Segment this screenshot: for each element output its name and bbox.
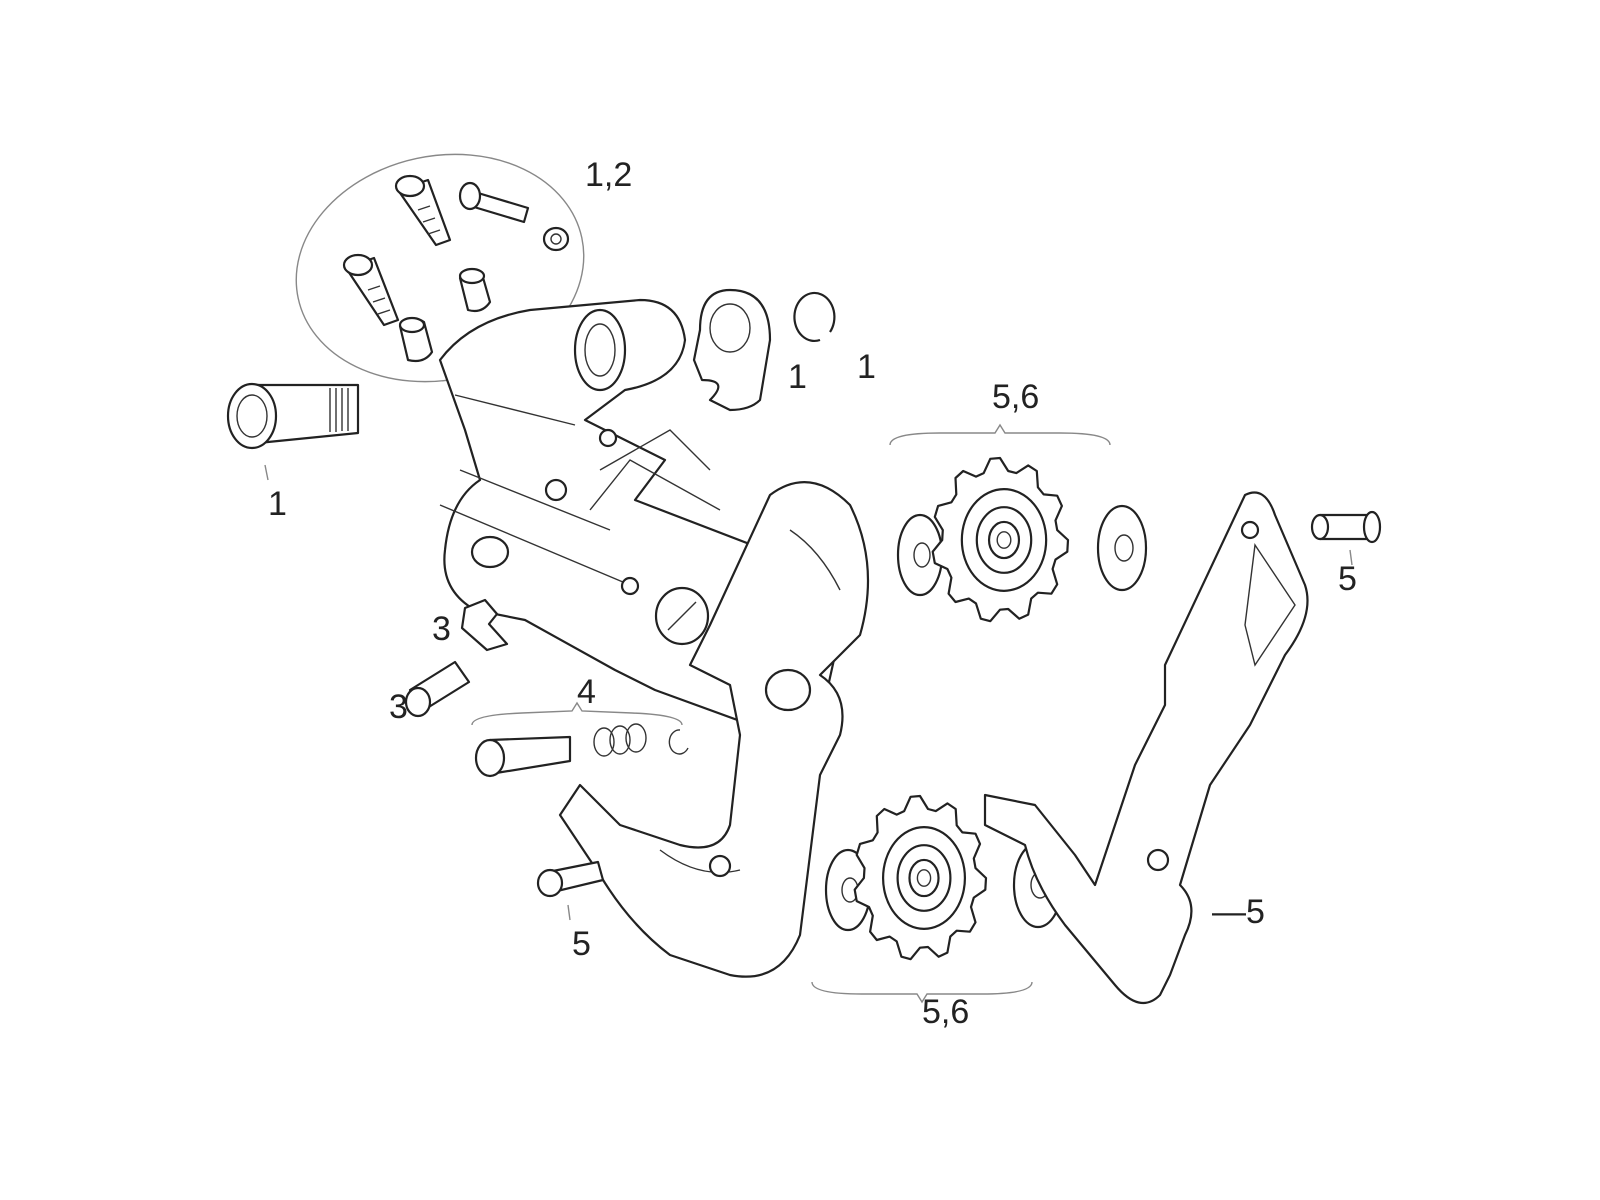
mounting-bolt	[226, 382, 360, 450]
bracket-upper-pulley	[889, 423, 1111, 446]
cage-bolt-left	[536, 860, 605, 898]
leader-line	[1349, 549, 1353, 566]
barrel-adjuster	[692, 288, 772, 412]
label-upper-pulley-set: 5,6	[992, 378, 1040, 416]
inner-cage-plate	[983, 491, 1309, 1005]
label-lower-pulley-set: 5,6	[922, 993, 970, 1031]
label-barrel-adjuster: 1	[788, 358, 807, 396]
bushing-2	[398, 316, 434, 363]
cage-outer-plate	[558, 481, 870, 978]
pivot-pin	[458, 181, 530, 224]
limit-screw-2	[342, 253, 400, 327]
label-b-tension-kit: 4	[577, 673, 596, 711]
spring	[593, 723, 647, 757]
pulley-ring	[996, 531, 1012, 549]
limit-screw-1	[394, 174, 452, 247]
label-cage-bolt-left: 5	[572, 925, 591, 963]
pulley-ring	[908, 858, 940, 898]
label-inner-cage-plate: —5	[1212, 893, 1265, 931]
washer-upper-right	[1096, 504, 1148, 592]
upper-pulley	[931, 456, 1070, 623]
pulley-ring	[916, 869, 932, 887]
clip-ring	[793, 291, 836, 343]
bracket-b-tension	[471, 701, 683, 726]
label-limit-screws: 1,2	[585, 156, 633, 194]
pulley-ring	[987, 520, 1021, 560]
label-mounting-bolt: 1	[268, 485, 287, 523]
bracket-lower-pulley	[811, 981, 1033, 1004]
cable-anchor-plate	[460, 598, 509, 652]
bushing-1	[458, 267, 492, 313]
label-cable-anchor-plate: 3	[432, 610, 451, 648]
e-clip	[668, 729, 689, 755]
label-clip-ring: 1	[857, 348, 876, 386]
label-cage-bolt-right: 5	[1338, 560, 1357, 598]
b-tension-screw	[474, 735, 572, 778]
small-nut	[542, 226, 570, 252]
leader-line	[264, 464, 269, 481]
cable-anchor-bolt	[404, 660, 471, 718]
lower-pulley	[853, 794, 988, 961]
label-cable-anchor-bolt: 3	[389, 688, 408, 726]
leader-line	[567, 904, 571, 921]
cage-bolt-right	[1310, 510, 1382, 544]
